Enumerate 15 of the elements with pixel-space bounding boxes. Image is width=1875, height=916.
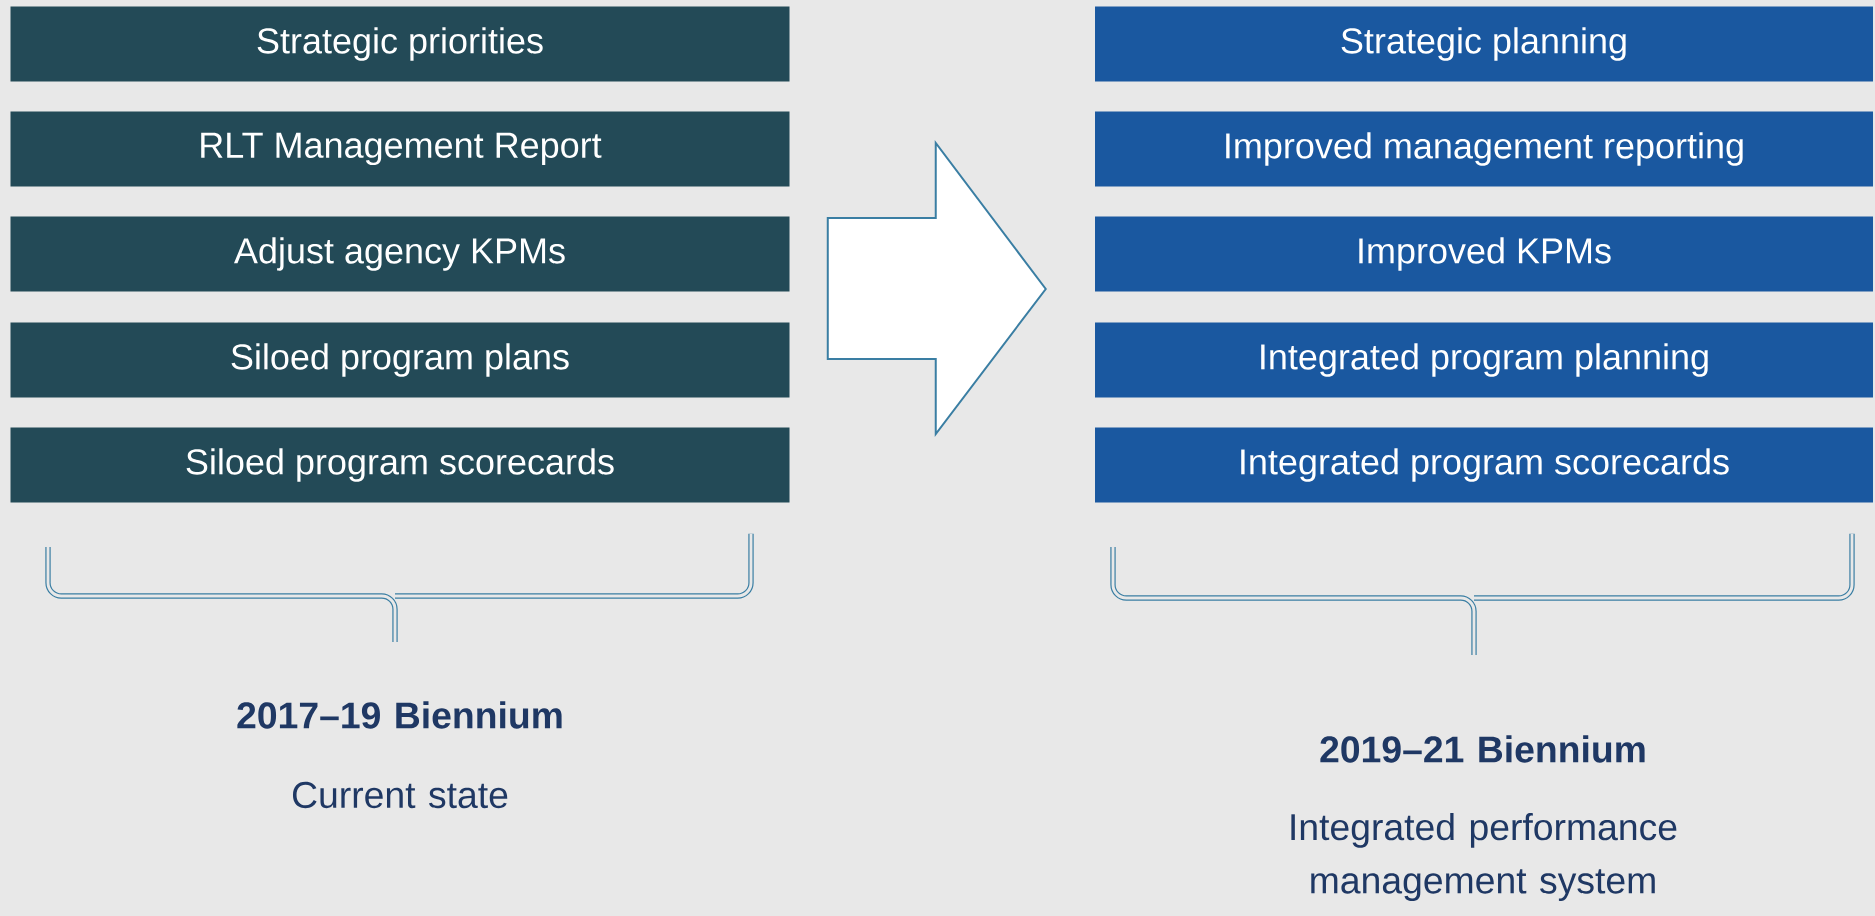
- state-caption: Integrated performance management system: [1291, 812, 1677, 902]
- text-box: Adjust agency KPMs: [10, 216, 790, 292]
- text-box: Siloed program plans: [10, 322, 790, 398]
- text-box: RLT Management Report: [10, 111, 790, 187]
- text-box: Improved KPMs: [1095, 216, 1873, 292]
- text-box: Strategic priorities: [10, 6, 790, 82]
- text-box: Improved management reporting: [1095, 111, 1873, 187]
- text-box: Integrated program scorecards: [1095, 427, 1873, 503]
- state-caption: Current state: [292, 781, 508, 809]
- period-heading: 2017–19 Biennium: [237, 701, 562, 729]
- block-arrow: [826, 140, 1047, 437]
- text-box: Siloed program scorecards: [10, 427, 790, 503]
- text-box: Strategic planning: [1095, 6, 1873, 82]
- text-box: Integrated program planning: [1095, 322, 1873, 398]
- period-heading: 2019–21 Biennium: [1320, 735, 1645, 763]
